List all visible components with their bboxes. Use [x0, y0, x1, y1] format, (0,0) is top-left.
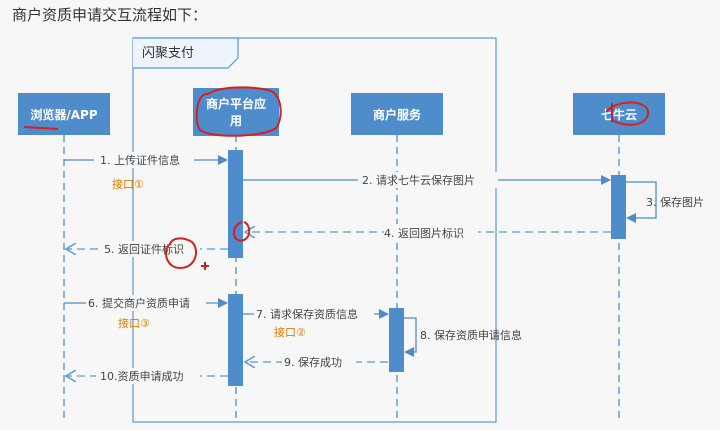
message-label: 5. 返回证件标识 — [104, 242, 184, 256]
label-bg — [282, 354, 356, 370]
frame-tab — [133, 37, 239, 69]
note-api2: 接口② — [274, 326, 306, 339]
message-label: 7. 请求保存资质信息 — [256, 307, 358, 321]
label-bg — [94, 152, 194, 168]
participant-qiniu: 七牛云 — [573, 93, 665, 135]
participant-label-line2: 用 — [229, 114, 242, 128]
activation-platform-1 — [228, 150, 243, 258]
message-label: 6. 提交商户资质申请 — [88, 296, 190, 310]
message-1: 1. 上传证件信息 — [64, 152, 228, 168]
message-4: 4. 返回图片标识 — [245, 224, 611, 240]
participant-box — [193, 88, 279, 136]
label-bg — [254, 306, 374, 322]
activation-qiniu — [611, 175, 626, 239]
message-3: 3. 保存图片 — [626, 181, 704, 223]
activation-service — [389, 308, 404, 372]
message-6: 6. 提交商户资质申请 — [64, 295, 228, 311]
annotation-circle-label — [164, 237, 197, 270]
message-label: 3. 保存图片 — [646, 195, 704, 209]
annotation-underline-browser — [23, 126, 59, 130]
message-2: 2. 请求七牛云保存图片 — [243, 172, 611, 188]
message-label: 1. 上传证件信息 — [100, 153, 180, 167]
note-api1: 接口① — [112, 178, 144, 191]
participant-label: 七牛云 — [601, 107, 637, 122]
participant-box — [351, 93, 443, 135]
message-label: 2. 请求七牛云保存图片 — [362, 173, 475, 187]
message-8: 8. 保存资质申请信息 — [404, 317, 522, 357]
frame-label: 闪聚支付 — [142, 46, 194, 61]
message-label: 10.资质申请成功 — [100, 370, 184, 383]
message-arrow — [626, 181, 657, 223]
message-5: 5. 返回证件标识 — [66, 241, 228, 257]
annotation-circle-platform — [195, 86, 282, 137]
annotation-plus — [201, 262, 209, 270]
label-bg — [96, 368, 200, 384]
message-7: 7. 请求保存资质信息 — [243, 306, 389, 322]
participant-label: 商户服务 — [373, 107, 422, 122]
note-api3: 接口③ — [118, 317, 150, 330]
activation-platform-2 — [228, 294, 243, 386]
message-label: 8. 保存资质申请信息 — [420, 328, 522, 342]
message-label: 4. 返回图片标识 — [384, 226, 464, 240]
label-bg — [100, 241, 200, 257]
participant-label: 浏览器/APP — [30, 107, 97, 122]
message-label: 9. 保存成功 — [284, 355, 342, 369]
message-9: 9. 保存成功 — [245, 354, 388, 370]
participant-label-line1: 商户平台应 — [206, 96, 266, 111]
annotation-mark-platform — [233, 221, 251, 242]
participant-box — [573, 93, 665, 135]
red-annotations — [23, 86, 649, 270]
label-bg — [86, 295, 206, 311]
participant-platform: 商户平台应 用 — [193, 88, 279, 136]
message-10: 10.资质申请成功 — [66, 368, 228, 384]
frame-group: 闪聚支付 — [132, 37, 497, 423]
message-arrow — [404, 317, 417, 357]
participant-browser: 浏览器/APP — [18, 93, 110, 135]
annotation-mark-qiniu — [605, 101, 649, 126]
page-heading: 商户资质申请交互流程如下： — [12, 6, 208, 24]
label-bg — [384, 224, 478, 240]
participant-service: 商户服务 — [351, 93, 443, 135]
label-bg — [358, 172, 498, 188]
frame-border — [132, 37, 497, 423]
